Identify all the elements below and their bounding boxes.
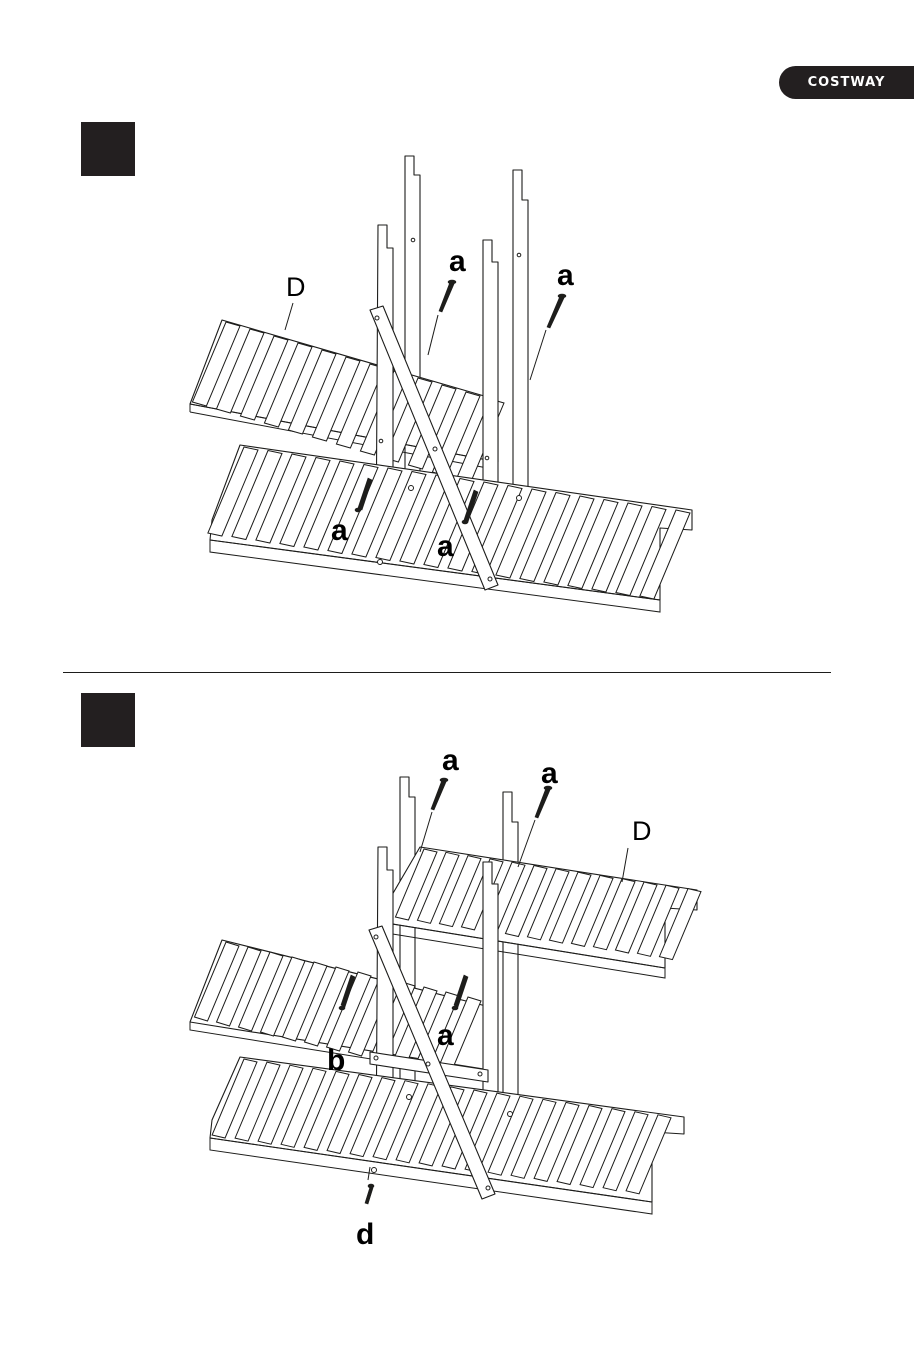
label-screw-a: a <box>449 245 466 278</box>
upper-right-shelf-panel-d <box>380 847 701 978</box>
label-screw-a: a <box>437 1019 454 1052</box>
label-screw-a: a <box>557 259 574 292</box>
label-screw-d: d <box>356 1218 374 1251</box>
label-panel-d: D <box>286 272 306 302</box>
step-2-diagram: a a D a b d <box>0 672 914 1362</box>
label-panel-d: D <box>632 816 652 846</box>
label-bracket-b: b <box>327 1044 345 1077</box>
label-screw-a: a <box>331 514 348 547</box>
step-1-diagram: a a a a D <box>0 0 914 672</box>
label-screw-a: a <box>541 757 558 790</box>
label-screw-a: a <box>437 530 454 563</box>
label-screw-a: a <box>442 744 459 777</box>
